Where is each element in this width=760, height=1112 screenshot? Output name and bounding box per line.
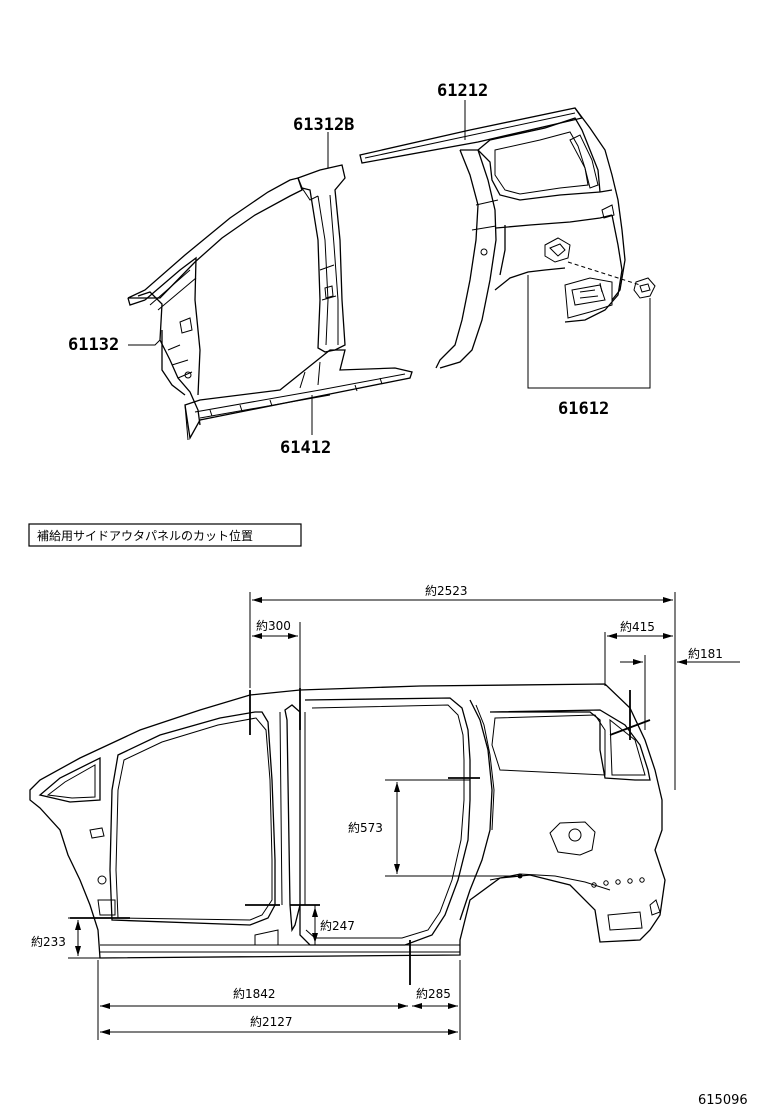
side-profile-view <box>29 683 666 985</box>
dim-overall-bottom-length: 約2127 <box>250 1014 293 1029</box>
dim-overall-length: 約2523 <box>425 583 468 598</box>
dim-center-bottom-height: 約247 <box>320 918 355 933</box>
dim-rear-cut-offset: 約415 <box>620 619 655 634</box>
rocker-part <box>184 349 413 441</box>
label-61212: 61212 <box>437 81 488 101</box>
dimension-lines: 約2523 約300 約415 約181 約573 約247 約233 約184… <box>31 583 740 1040</box>
label-61132: 61132 <box>68 335 119 355</box>
leader-lines <box>128 100 651 435</box>
dim-front-bottom-height: 約233 <box>31 934 66 949</box>
center-pillar-part <box>297 164 346 353</box>
dim-rear-edge-offset: 約181 <box>688 646 723 661</box>
exploded-parts-view: 61212 61312B 61132 61412 61612 <box>68 81 656 458</box>
dim-window-height: 約573 <box>348 820 383 835</box>
dim-front-cut-offset: 約300 <box>256 618 291 633</box>
roof-side-rail-part <box>359 107 626 369</box>
dim-rear-cut-width: 約285 <box>416 986 451 1001</box>
cut-position-title-box: 補給用サイドアウタパネルのカット位置 <box>28 523 302 547</box>
figure-number: 615096 <box>698 1093 748 1108</box>
label-61612: 61612 <box>558 399 609 419</box>
dim-length-to-rear-cut: 約1842 <box>233 986 276 1001</box>
label-61312b: 61312B <box>293 115 354 135</box>
cut-position-title: 補給用サイドアウタパネルのカット位置 <box>37 528 253 543</box>
front-pillar-part <box>127 177 303 426</box>
quarter-panel-part <box>544 214 656 323</box>
label-61412: 61412 <box>280 438 331 458</box>
